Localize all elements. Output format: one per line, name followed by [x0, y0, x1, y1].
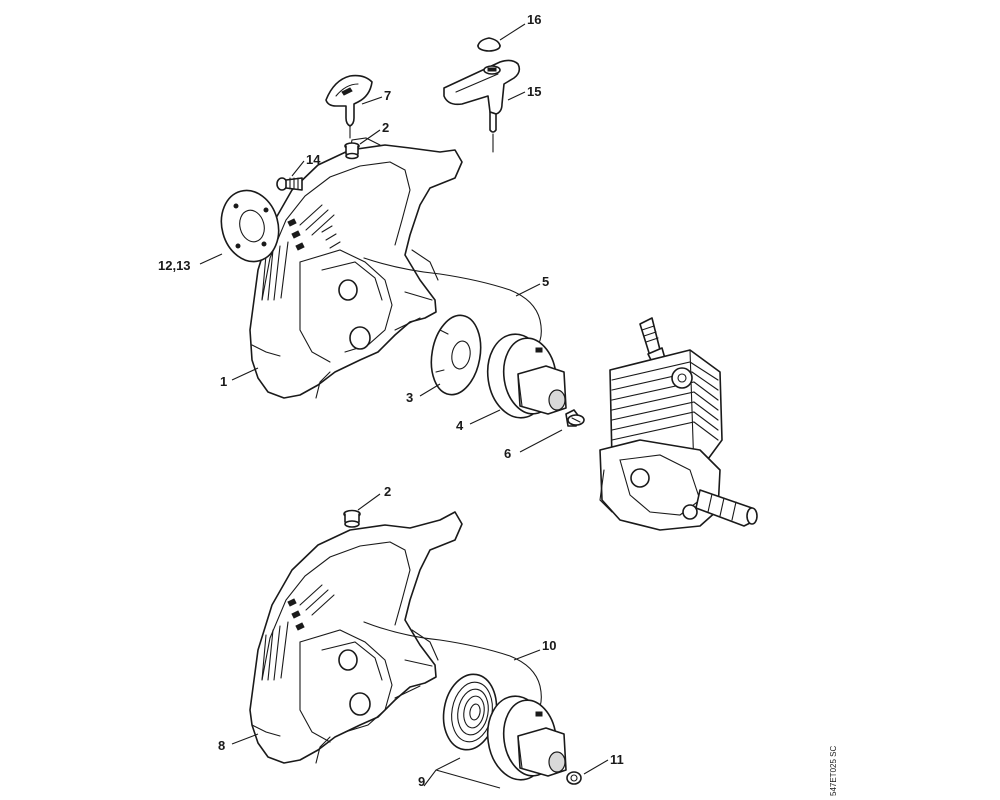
label-7: 7 — [384, 88, 391, 103]
label-1: 1 — [220, 374, 227, 389]
label-10: 10 — [542, 638, 556, 653]
starter-grip-7 — [325, 74, 373, 139]
screw-6 — [565, 409, 585, 427]
starter-grip-15 — [443, 59, 521, 153]
grommet-2-lower — [343, 509, 361, 528]
label-8: 8 — [218, 738, 225, 753]
label-15: 15 — [527, 84, 541, 99]
label-14: 14 — [306, 152, 321, 167]
label-2-upper: 2 — [382, 120, 389, 135]
label-3: 3 — [406, 390, 413, 405]
label-16: 16 — [527, 12, 541, 27]
grommet-2-upper — [344, 142, 360, 160]
rewind-spring-9 — [442, 673, 498, 751]
starter-rope-10 — [363, 621, 542, 715]
starter-rope-5 — [363, 257, 542, 349]
part-labels: 16 15 7 2 14 12,13 5 1 3 4 6 2 10 8 9 11 — [158, 12, 624, 789]
cap-16 — [477, 37, 501, 52]
label-6: 6 — [504, 446, 511, 461]
engine-cylinder-illustration — [599, 317, 758, 531]
drawing-code: 547ET025 SC — [829, 746, 838, 796]
washer-11 — [566, 771, 582, 785]
label-11: 11 — [610, 752, 624, 767]
label-2-lower: 2 — [384, 484, 391, 499]
label-5: 5 — [542, 274, 549, 289]
label-9: 9 — [418, 774, 425, 789]
leader-lines — [199, 23, 609, 789]
washer-12-13 — [220, 189, 280, 263]
rope-rotor-lower — [486, 695, 567, 781]
screw-14 — [276, 177, 303, 191]
spring-disc-3 — [430, 314, 482, 396]
fan-housing-lower — [249, 511, 463, 764]
label-4: 4 — [456, 418, 464, 433]
fan-housing-upper — [249, 137, 463, 399]
rope-rotor-4 — [486, 333, 567, 419]
label-12-13: 12,13 — [158, 258, 191, 273]
